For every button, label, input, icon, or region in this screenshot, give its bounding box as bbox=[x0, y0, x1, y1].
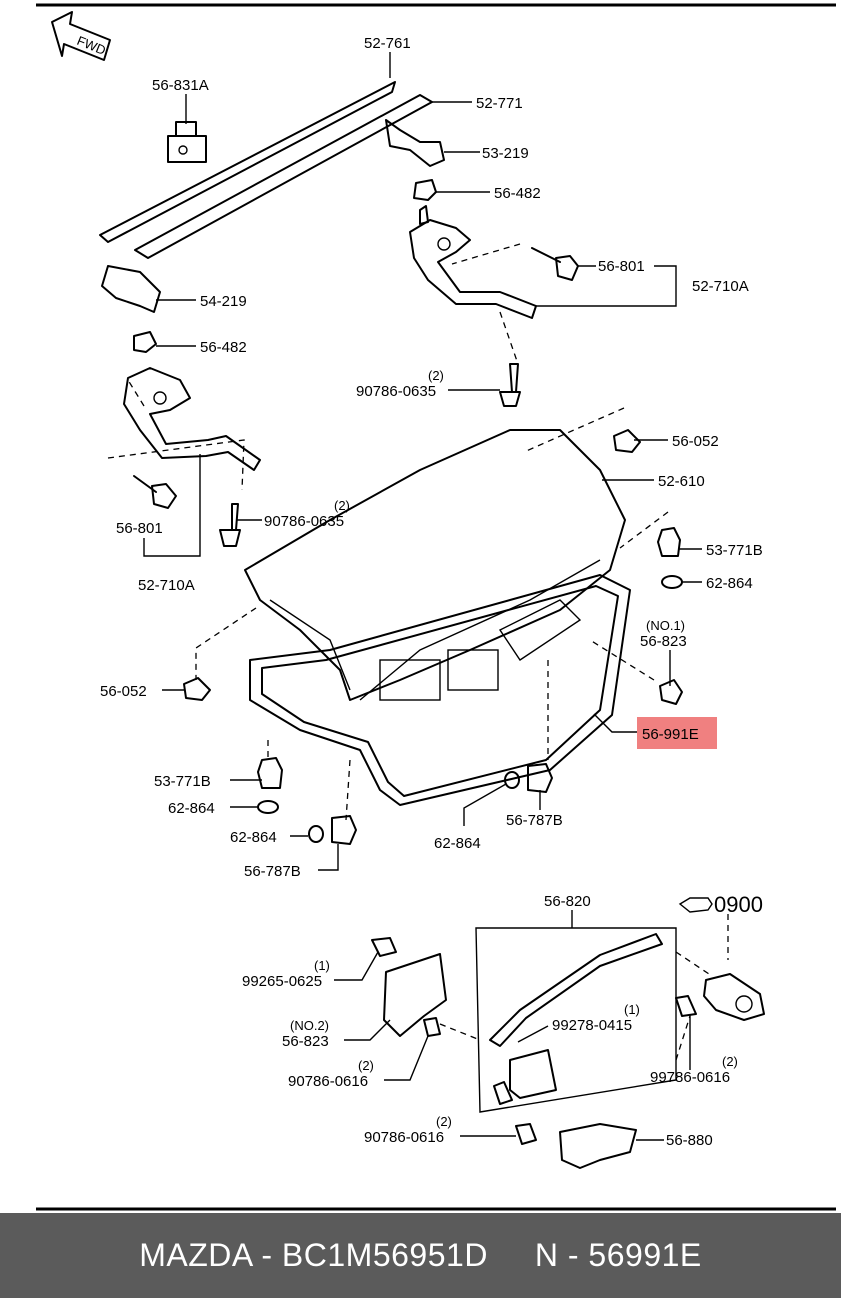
qty-90786-0635-a: (2) bbox=[428, 368, 444, 383]
washer-62-864-d bbox=[504, 771, 520, 789]
label-52-710a-a: 52-710A bbox=[692, 278, 749, 295]
nut-56-482-b bbox=[133, 331, 157, 353]
footer-bar: MAZDA - BC1M56951D N - 56991E bbox=[0, 1213, 841, 1298]
striker-56-880 bbox=[559, 1123, 637, 1169]
label-56-820: 56-820 bbox=[544, 893, 591, 910]
label-52-761: 52-761 bbox=[364, 35, 411, 52]
stopper-56-801-b bbox=[133, 475, 177, 509]
label-52-610: 52-610 bbox=[658, 473, 705, 490]
qty-99786-0616: (2) bbox=[722, 1054, 738, 1069]
label-53-219: 53-219 bbox=[482, 145, 529, 162]
label-53-771b-b: 53-771B bbox=[154, 773, 211, 790]
bracket-54-219 bbox=[101, 265, 161, 313]
label-56-052-a: 56-052 bbox=[672, 433, 719, 450]
qty-90786-0616-b: (2) bbox=[436, 1114, 452, 1129]
ref-note-label: 0900 bbox=[714, 892, 763, 917]
label-99265-0625: 99265-0625 bbox=[242, 973, 322, 990]
label-90786-0635-a: 90786-0635 bbox=[356, 383, 436, 400]
bolt-90786-0635-b bbox=[219, 503, 241, 547]
hinge-arm-right bbox=[409, 205, 537, 319]
label-99786-0616: 99786-0616 bbox=[650, 1069, 730, 1086]
plug-56-787b-a bbox=[527, 763, 553, 793]
callout-labels: 52-761 56-831A 52-771 53-219 56-482 56-8… bbox=[100, 35, 763, 1149]
label-56-823-a: 56-823 bbox=[640, 633, 687, 650]
label-90786-0635-b: 90786-0635 bbox=[264, 513, 344, 530]
label-52-710a-b: 52-710A bbox=[138, 577, 195, 594]
qty-90786-0635-b: (2) bbox=[334, 498, 350, 513]
label-62-864-d: 62-864 bbox=[434, 835, 481, 852]
label-56-801-b: 56-801 bbox=[116, 520, 163, 537]
bolt-90786-0616-a bbox=[423, 1017, 441, 1037]
label-52-771: 52-771 bbox=[476, 95, 523, 112]
lock-assembly-box bbox=[475, 927, 677, 1113]
label-53-771b-a: 53-771B bbox=[706, 542, 763, 559]
label-90786-0616-b: 90786-0616 bbox=[364, 1129, 444, 1146]
weatherstrip-56-991e bbox=[249, 574, 631, 806]
label-56-482-b: 56-482 bbox=[200, 339, 247, 356]
bumper-56-052-a bbox=[613, 429, 641, 453]
label-99278-0415: 99278-0415 bbox=[552, 1017, 632, 1034]
label-62-864-a: 62-864 bbox=[706, 575, 753, 592]
parts-diagram: FWD bbox=[36, 3, 836, 1211]
label-56-482-a: 56-482 bbox=[494, 185, 541, 202]
washer-62-864-a bbox=[661, 575, 683, 589]
bracket-53-219 bbox=[385, 119, 445, 167]
nut-56-482-a bbox=[413, 179, 437, 201]
plug-56-787b-b bbox=[331, 815, 357, 845]
qty-99265-0625: (1) bbox=[314, 958, 330, 973]
bolt-90786-0635-a bbox=[499, 363, 521, 407]
clip-99265-0625 bbox=[371, 937, 397, 957]
guide-lines-upper bbox=[107, 243, 669, 821]
bolt-99786-0616 bbox=[675, 995, 697, 1017]
torsion-bars bbox=[99, 81, 433, 259]
guide-lines-lower bbox=[439, 914, 729, 1061]
label-56-052-b: 56-052 bbox=[100, 683, 147, 700]
stopper-53-771b-b bbox=[257, 757, 283, 789]
ref-note: 0900 bbox=[678, 892, 763, 917]
qty-90786-0616-a: (2) bbox=[358, 1058, 374, 1073]
clip-56-823-a bbox=[659, 679, 683, 705]
lock-actuator bbox=[703, 973, 765, 1021]
hinge-arm-left bbox=[123, 367, 261, 471]
label-56-880: 56-880 bbox=[666, 1132, 713, 1149]
label-54-219: 54-219 bbox=[200, 293, 247, 310]
label-56-831a: 56-831A bbox=[152, 77, 209, 94]
clip-56-831a bbox=[167, 121, 207, 163]
washer-62-864-b bbox=[257, 800, 279, 814]
label-62-864-b: 62-864 bbox=[168, 800, 215, 817]
label-56-787b-a: 56-787B bbox=[506, 812, 563, 829]
bolt-90786-0616-b bbox=[515, 1123, 537, 1145]
highlight-box-56-991e bbox=[637, 717, 717, 749]
trunk-lid-52-610 bbox=[244, 429, 626, 701]
pointing-hand-icon bbox=[678, 897, 713, 913]
washer-62-864-c bbox=[308, 825, 324, 843]
label-56-991e: 56-991E bbox=[642, 726, 699, 743]
part-number-caption: MAZDA - BC1M56951D N - 56991E bbox=[139, 1237, 702, 1273]
fwd-arrow-icon: FWD bbox=[51, 11, 111, 61]
label-56-823-b: 56-823 bbox=[282, 1033, 329, 1050]
qty-56-823-b: (NO.2) bbox=[290, 1018, 329, 1033]
label-56-787b-b: 56-787B bbox=[244, 863, 301, 880]
label-90786-0616-a: 90786-0616 bbox=[288, 1073, 368, 1090]
stopper-53-771b-a bbox=[657, 527, 681, 557]
label-56-801-a: 56-801 bbox=[598, 258, 645, 275]
cover-56-823-b bbox=[383, 953, 447, 1037]
bumper-56-052-b bbox=[183, 677, 211, 701]
stopper-56-801-a bbox=[531, 247, 579, 281]
label-62-864-c: 62-864 bbox=[230, 829, 277, 846]
leader-lines bbox=[143, 52, 702, 1141]
qty-56-823-a: (NO.1) bbox=[646, 618, 685, 633]
qty-99278-0415: (1) bbox=[624, 1002, 640, 1017]
